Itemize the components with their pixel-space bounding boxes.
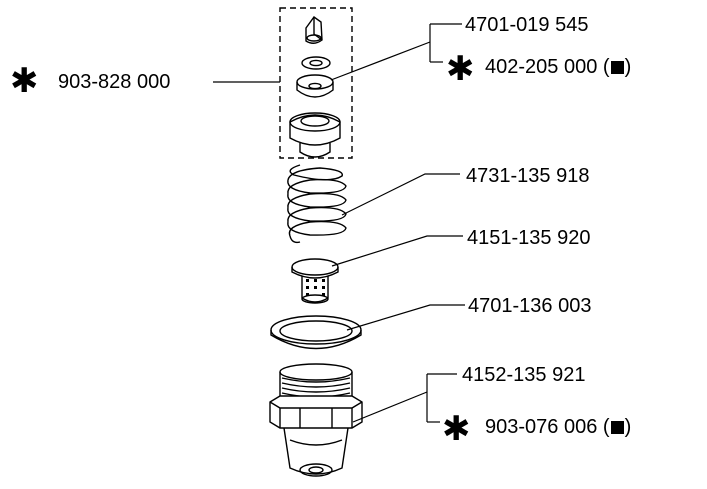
gasket-ring-part (270, 315, 362, 350)
seal-ring-part (296, 74, 334, 98)
part-label-4731-135-918: 4731-135 918 (466, 165, 590, 187)
leader-lines (213, 23, 465, 423)
part-label-4152-135-921: 4152-135 921 (462, 364, 586, 386)
square-marker-icon (610, 61, 624, 74)
asterisk-icon: ✱ (446, 50, 475, 88)
note-close-paren: ) (624, 416, 632, 438)
part-label-903-828-000: 903-828 000 (58, 71, 171, 93)
square-marker-icon (610, 421, 624, 434)
threaded-body-part (269, 363, 363, 477)
kit-dashed-box (279, 7, 353, 159)
part-number: 903-076 006 (485, 416, 598, 438)
part-label-4151-135-920: 4151-135 920 (467, 227, 591, 249)
piston-part (289, 112, 341, 158)
spring-guide-part (291, 258, 339, 304)
valve-tip-part (305, 16, 323, 44)
part-label-4701-136-003: 4701-136 003 (468, 295, 592, 317)
asterisk-icon: ✱ (10, 62, 39, 100)
washer-part (301, 56, 331, 70)
note-open-paren: ( (602, 56, 610, 78)
part-label-402-205-000: 402-205 000 () (485, 56, 631, 78)
part-number: 402-205 000 (485, 56, 598, 78)
spring-part (287, 164, 347, 244)
note-open-paren: ( (602, 416, 610, 438)
asterisk-icon: ✱ (442, 410, 471, 448)
part-label-903-076-006: 903-076 006 () (485, 416, 631, 438)
note-close-paren: ) (624, 56, 632, 78)
part-label-4701-019-545: 4701-019 545 (465, 14, 589, 36)
